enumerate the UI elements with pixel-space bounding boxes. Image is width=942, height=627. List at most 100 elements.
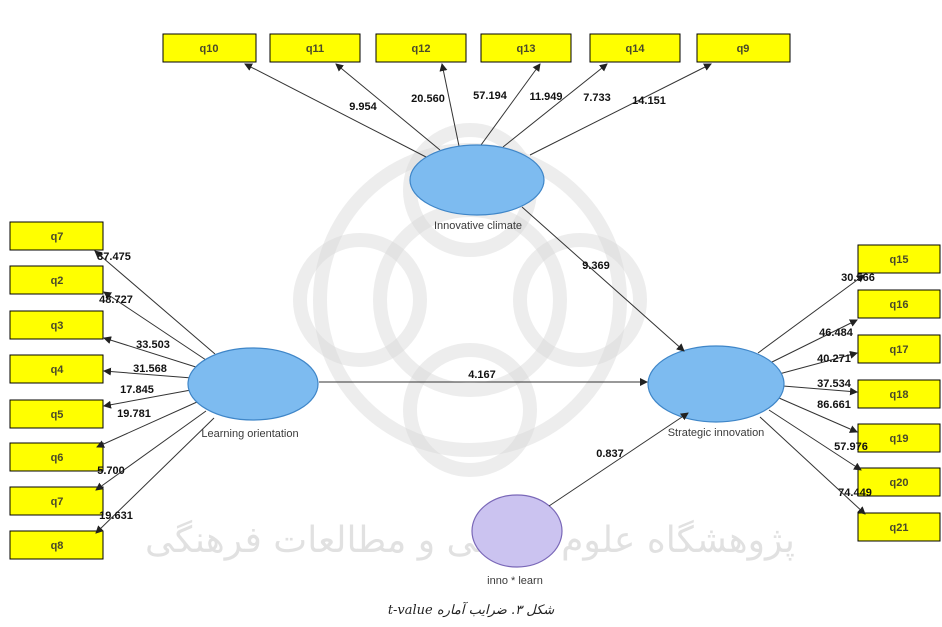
- indicator-box-q9[interactable]: [696, 33, 791, 63]
- construct-learning-orientation[interactable]: [187, 347, 319, 421]
- loading-value: 46.484: [819, 327, 854, 339]
- right-loading-values: 30.566 46.484 40.271 37.534 86.661 57.97…: [817, 272, 875, 499]
- loading-arrow-q19: [778, 397, 858, 433]
- indicator-label: q17: [890, 344, 909, 356]
- indicator-label: q3: [51, 320, 64, 332]
- indicator-box-q14[interactable]: [589, 33, 681, 63]
- loading-arrow-q8: [95, 417, 215, 534]
- loading-value: 48.727: [99, 294, 133, 306]
- construct-label-interaction: inno * learn: [487, 575, 543, 587]
- loading-arrow-left-1: [94, 250, 216, 355]
- indicator-label: q6: [51, 452, 64, 464]
- indicator-box-q16[interactable]: [857, 289, 941, 319]
- indicator-label: q18: [890, 389, 909, 401]
- indicator-box-q12[interactable]: [375, 33, 467, 63]
- loading-value: 11.949: [529, 91, 562, 103]
- indicator-box-q15[interactable]: [857, 244, 941, 274]
- loading-arrow-q18: [782, 385, 858, 396]
- indicator-box-q17[interactable]: [857, 334, 941, 364]
- loading-arrow-q11: [335, 63, 441, 151]
- indicator-label: q9: [737, 43, 750, 55]
- loading-arrow-q15: [757, 274, 865, 354]
- indicator-label: q14: [626, 43, 646, 55]
- path-arrow-climate-to-strategic: [521, 206, 685, 352]
- indicator-box-q10[interactable]: [162, 33, 257, 63]
- loading-value: 31.568: [133, 363, 167, 375]
- loading-value: 20.560: [411, 93, 445, 105]
- indicator-box-q4[interactable]: [9, 354, 104, 384]
- indicator-label: q12: [412, 43, 431, 55]
- indicator-label: q8: [51, 540, 64, 552]
- loading-value: 5.700: [97, 465, 125, 477]
- right-indicators: q15 q16 q17 q18 q19 q20 q21: [857, 244, 941, 542]
- left-loading-values: 37.475 48.727 33.503 31.568 17.845 19.78…: [97, 251, 170, 522]
- indicator-box-q21[interactable]: [857, 512, 941, 542]
- structural-paths: [319, 206, 689, 507]
- construct-strategic-innovation[interactable]: [647, 345, 785, 423]
- indicator-box-q7-top[interactable]: [9, 221, 104, 251]
- loading-arrow-q20: [768, 409, 862, 471]
- loading-value: 19.631: [99, 510, 133, 522]
- top-loading-values: 9.954 20.560 57.194 11.949 7.733 14.151: [349, 90, 666, 113]
- path-value-climate-to-strategic: 9.369: [582, 260, 610, 272]
- loading-value: 86.661: [817, 399, 851, 411]
- top-indicators: q10 q11 q12 q13 q14 q9: [162, 33, 791, 63]
- loading-value: 37.475: [97, 251, 131, 263]
- indicator-label: q5: [51, 409, 64, 421]
- loading-value: 33.503: [136, 339, 170, 351]
- left-indicators: q7 q2 q3 q4 q5 q6 q7 q8: [9, 221, 104, 560]
- loading-value: 7.733: [583, 92, 611, 104]
- indicator-box-q5[interactable]: [9, 399, 104, 429]
- indicator-label: q4: [51, 364, 65, 376]
- indicator-label: q7: [51, 496, 64, 508]
- path-value-interaction-to-strategic: 0.837: [596, 448, 624, 460]
- construct-innovative-climate[interactable]: [409, 144, 545, 216]
- loading-value: 57.194: [473, 90, 508, 102]
- indicator-label: q7: [51, 231, 64, 243]
- indicator-label: q19: [890, 433, 909, 445]
- indicator-box-q19[interactable]: [857, 423, 941, 453]
- loading-arrow-q17: [778, 350, 858, 375]
- watermark-text: پژوهشگاه علوم انسانی و مطالعات فرهنگی: [145, 519, 795, 561]
- indicator-box-q3[interactable]: [9, 310, 104, 340]
- loading-arrow-q6: [96, 401, 198, 448]
- indicator-box-q6[interactable]: [9, 442, 104, 472]
- loading-arrow-q4: [103, 367, 193, 379]
- loading-value: 40.271: [817, 353, 851, 365]
- loading-value: 9.954: [349, 101, 377, 113]
- indicator-box-q18[interactable]: [857, 379, 941, 409]
- loading-value: 14.151: [632, 95, 666, 107]
- loading-value: 30.566: [841, 272, 875, 284]
- indicator-box-q11[interactable]: [269, 33, 361, 63]
- indicator-box-q8[interactable]: [9, 530, 104, 560]
- loading-arrow-q10: [244, 63, 429, 159]
- indicator-label: q20: [890, 477, 909, 489]
- loading-arrow-q9: [529, 63, 712, 156]
- loading-value: 57.976: [834, 441, 868, 453]
- path-value-learning-to-strategic: 4.167: [468, 369, 496, 381]
- right-loading-arrows: [757, 274, 866, 515]
- loading-arrow-q2: [103, 291, 207, 361]
- loading-value: 17.845: [120, 384, 154, 396]
- indicator-box-q20[interactable]: [857, 467, 941, 497]
- construct-label-learning-orientation: Learning orientation: [201, 428, 298, 440]
- construct-label-innovative-climate: Innovative climate: [434, 220, 522, 232]
- indicator-label: q15: [890, 254, 909, 266]
- indicator-box-q7[interactable]: [9, 486, 104, 516]
- loading-arrow-q14: [502, 63, 608, 148]
- loading-arrow-q13: [480, 63, 541, 146]
- figure-caption: شکل ۳. ضرایب آماره t-value: [388, 601, 555, 618]
- indicator-box-q13[interactable]: [480, 33, 572, 63]
- indicator-label: q21: [890, 522, 909, 534]
- path-arrow-interaction-to-strategic: [548, 412, 689, 507]
- construct-interaction[interactable]: [471, 494, 563, 568]
- indicator-box-q2[interactable]: [9, 265, 104, 295]
- loading-arrow-q12: [439, 63, 460, 147]
- loading-value: 74.449: [838, 487, 872, 499]
- loading-arrow-q21: [759, 416, 866, 515]
- indicator-label: q13: [517, 43, 536, 55]
- loading-arrow-q5: [103, 389, 192, 409]
- indicator-label: q16: [890, 299, 909, 311]
- loading-arrow-q3: [103, 336, 200, 369]
